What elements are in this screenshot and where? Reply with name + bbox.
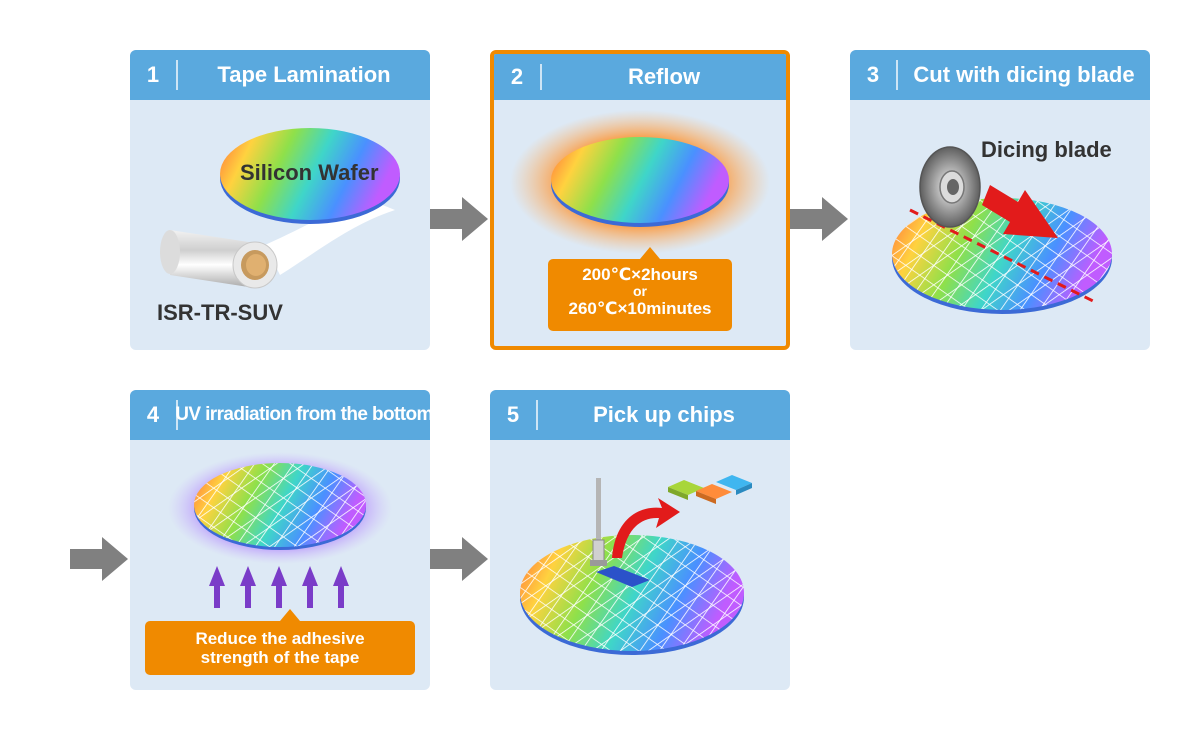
tape-label: ISR-TR-SUV bbox=[157, 300, 283, 325]
diced-wafer-icon bbox=[520, 535, 744, 655]
reflow-illustration bbox=[510, 110, 770, 254]
step-number: 1 bbox=[146, 62, 160, 87]
effect-line-1: Reduce the adhesive bbox=[195, 629, 365, 648]
pick-up-illustration bbox=[520, 475, 752, 655]
flow-arrow-icon bbox=[790, 197, 848, 241]
header-divider bbox=[536, 400, 538, 430]
heated-wafer-icon bbox=[551, 137, 729, 227]
step-title: Pick up chips bbox=[593, 402, 735, 427]
step-number: 4 bbox=[146, 402, 160, 427]
step-2-card: 2 Reflow 200℃×2hours or 260℃×10minutes bbox=[490, 50, 790, 350]
step-4-header: 4 UV irradiation from the bottom bbox=[130, 390, 430, 440]
condition-line-2: or bbox=[633, 283, 647, 299]
silicon-wafer-icon bbox=[220, 128, 400, 224]
step-1-card: 1 Tape Lamination Silicon Wafer ISR-TR-S… bbox=[130, 50, 430, 350]
wafer-label: Silicon Wafer bbox=[240, 160, 379, 185]
step-3-header: 3 Cut with dicing blade bbox=[850, 50, 1150, 100]
step-number: 3 bbox=[866, 62, 880, 87]
tape-lamination-illustration bbox=[160, 128, 400, 289]
cut-direction-arrow-icon bbox=[982, 185, 1058, 238]
step-2-header: 2 Reflow bbox=[494, 54, 786, 100]
empty-chip-slot bbox=[596, 566, 650, 587]
step-title: UV irradiation from the bottom bbox=[175, 404, 430, 425]
dicing-illustration bbox=[892, 146, 1112, 314]
step-number: 2 bbox=[510, 64, 524, 89]
dicing-blade-icon bbox=[919, 146, 981, 228]
blade-label: Dicing blade bbox=[981, 137, 1112, 162]
step-5-header: 5 Pick up chips bbox=[490, 390, 790, 440]
condition-line-1: 200℃×2hours bbox=[582, 265, 698, 284]
step-1-header: 1 Tape Lamination bbox=[130, 50, 430, 100]
header-divider bbox=[176, 400, 178, 430]
flow-arrow-icon bbox=[430, 197, 488, 241]
step-4-card: 4 UV irradiation from the bottom Reduce … bbox=[130, 390, 430, 690]
step-5-card: 5 Pick up chips bbox=[490, 390, 790, 690]
flow-arrow-icon bbox=[430, 537, 488, 581]
pickup-needle-icon bbox=[590, 478, 607, 566]
condition-line-3: 260℃×10minutes bbox=[568, 299, 712, 318]
step-title: Reflow bbox=[627, 64, 701, 89]
header-divider bbox=[896, 60, 898, 90]
step-title: Cut with dicing blade bbox=[913, 62, 1135, 87]
effect-line-2: strength of the tape bbox=[200, 648, 360, 667]
tape-film bbox=[265, 200, 395, 275]
flow-arrow-icon bbox=[70, 537, 128, 581]
tape-roll-icon bbox=[160, 230, 278, 289]
header-divider bbox=[540, 64, 542, 90]
step-title: Tape Lamination bbox=[217, 62, 391, 87]
uv-wafer-icon bbox=[194, 463, 366, 550]
picked-chips-icon bbox=[668, 475, 752, 504]
step-3-card: 3 Cut with dicing blade Dicing blade bbox=[850, 50, 1150, 350]
pick-up-arrow-icon bbox=[612, 498, 680, 558]
uv-irradiation-illustration bbox=[168, 452, 392, 608]
uv-effect-callout: Reduce the adhesive strength of the tape bbox=[145, 609, 415, 675]
uv-arrows-icon bbox=[209, 566, 349, 608]
reflow-conditions-callout: 200℃×2hours or 260℃×10minutes bbox=[548, 247, 732, 331]
step-number: 5 bbox=[506, 402, 520, 427]
header-divider bbox=[176, 60, 178, 90]
